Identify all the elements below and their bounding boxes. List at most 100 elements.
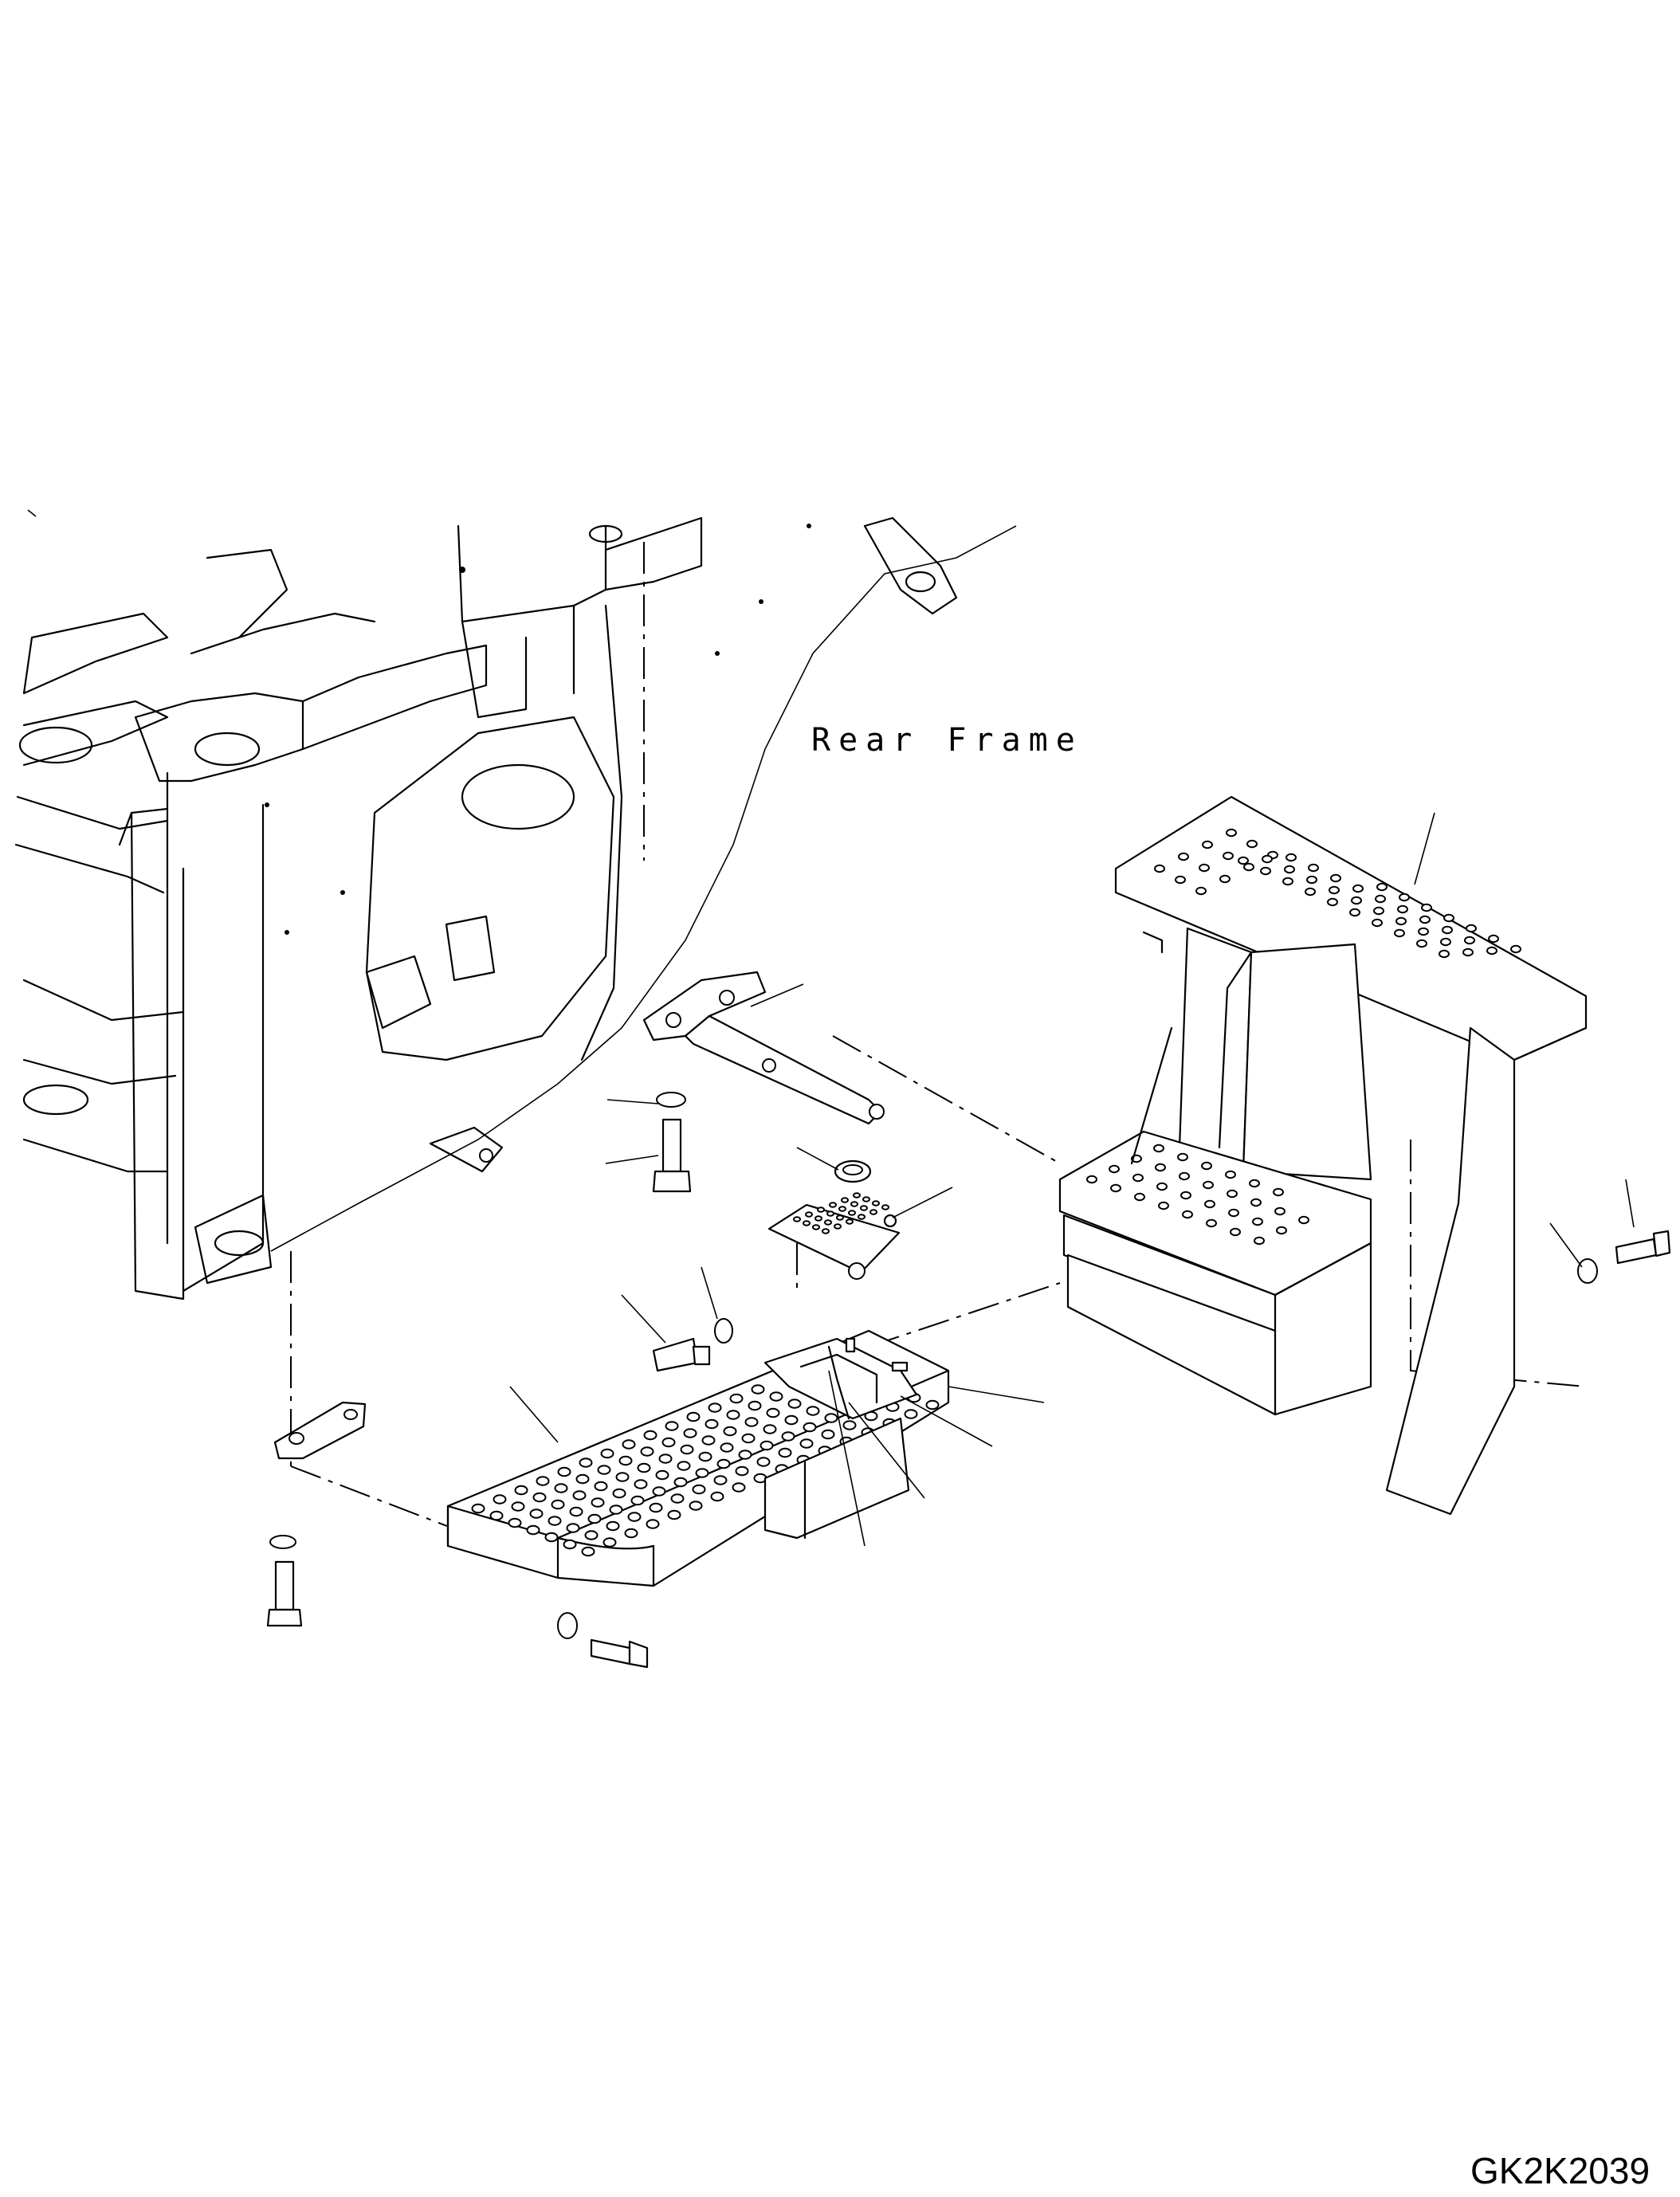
perforation-hole (661, 1437, 676, 1448)
perforation-hole (1375, 894, 1386, 904)
perforation-hole (622, 1439, 636, 1450)
perforation-hole (817, 1206, 825, 1213)
perforation-hole (640, 1446, 654, 1457)
perforation-hole (695, 1468, 709, 1478)
perforation-hole (658, 1454, 673, 1464)
perforation-hole (649, 1502, 663, 1513)
perforation-hole (1260, 866, 1271, 876)
perforation-hole (838, 1206, 846, 1212)
perforation-hole (603, 1537, 617, 1548)
upper-step-box (1058, 795, 1588, 1516)
perforation-hole (563, 1539, 577, 1550)
perforation-hole (557, 1466, 571, 1477)
perforation-hole (566, 1523, 580, 1533)
perforation-hole (766, 1407, 780, 1418)
perforation-hole (1510, 944, 1521, 954)
perforation-hole (1195, 886, 1207, 896)
perforation-hole (748, 1400, 762, 1411)
washer-5 (1577, 1258, 1598, 1284)
perforation-hole (1132, 1173, 1144, 1183)
perforation-hole (756, 1457, 771, 1467)
perforation-hole (1206, 1218, 1217, 1228)
grommet (834, 1159, 872, 1183)
perforation-hole (1464, 936, 1475, 945)
perforation-hole (1238, 856, 1249, 865)
perforation-hole (741, 1433, 756, 1444)
perforation-hole (710, 1491, 724, 1502)
perforation-hole (670, 1493, 685, 1504)
perforation-hole (784, 1414, 799, 1426)
perforation-hole (806, 1406, 820, 1416)
perforation-hole (822, 1228, 830, 1234)
perforation-hole (471, 1503, 485, 1514)
perforation-hole (1276, 1226, 1287, 1235)
perforation-hole (1182, 1210, 1193, 1219)
perforation-hole (1201, 1161, 1212, 1171)
perforation-hole (618, 1455, 633, 1466)
perforation-hole (805, 1211, 813, 1218)
perforation-hole (1199, 863, 1210, 873)
perforation-hole (925, 1399, 940, 1410)
perforation-hole (821, 1429, 835, 1440)
washer-3 (557, 1612, 578, 1639)
perforation-hole (548, 1516, 562, 1526)
perforation-hole (826, 1210, 834, 1217)
perforation-hole (554, 1483, 568, 1493)
perforation-hole (591, 1497, 605, 1508)
perforation-hole (716, 1458, 731, 1469)
perforation-hole (493, 1494, 507, 1505)
perforation-hole (646, 1519, 660, 1529)
perforation-hole (594, 1481, 608, 1492)
perforation-hole (1399, 893, 1410, 902)
perforation-hole (1395, 916, 1407, 926)
washer-1 (656, 1092, 686, 1108)
perforation-hole (673, 1477, 688, 1488)
perforation-hole (834, 1223, 842, 1230)
drawing-code: GK2K2039 (1470, 2150, 1650, 2191)
perforation-hole (726, 1410, 740, 1420)
perforation-hole (850, 1201, 858, 1207)
perforation-hole (769, 1391, 783, 1402)
perforation-hole (683, 1428, 697, 1438)
perforation-hole (1282, 877, 1293, 886)
perforation-hole (551, 1499, 565, 1510)
perforation-hole (1298, 1215, 1309, 1225)
perforation-hole (778, 1447, 792, 1458)
perforation-hole (1178, 852, 1189, 861)
perforation-hole (1250, 1198, 1262, 1207)
perforation-hole (1202, 840, 1213, 849)
perforation-hole (1086, 1175, 1097, 1184)
perforation-hole (1109, 1164, 1120, 1174)
perforation-hole (579, 1457, 593, 1468)
perforation-hole (634, 1479, 648, 1489)
perforation-hole (1243, 862, 1254, 872)
perforation-hole (677, 1461, 691, 1471)
perforation-hole (1252, 1217, 1263, 1226)
perforation-hole (489, 1510, 504, 1521)
perforation-hole (760, 1440, 774, 1451)
perforation-hole (781, 1431, 795, 1442)
perforation-hole (729, 1393, 744, 1404)
bolt-3 (590, 1638, 649, 1669)
perforation-hole (738, 1450, 752, 1460)
perforation-hole (1225, 1170, 1236, 1179)
perforation-hole (597, 1465, 611, 1475)
perforation-hole (508, 1517, 522, 1528)
perforation-hole (1351, 896, 1362, 905)
perforation-hole (1203, 1180, 1214, 1190)
perforation-hole (846, 1218, 854, 1225)
perforation-hole (869, 1209, 877, 1215)
perforation-hole (606, 1520, 620, 1532)
perforation-hole (814, 1215, 822, 1222)
perforation-hole (1286, 853, 1297, 862)
perforation-hole (1284, 865, 1295, 874)
perforation-hole (1273, 1187, 1284, 1197)
perforation-hole (532, 1492, 547, 1503)
perforation-hole (1177, 1152, 1188, 1162)
perforation-hole (630, 1495, 645, 1506)
perforation-hole (1308, 863, 1319, 873)
perforation-hole (667, 1509, 681, 1520)
perforation-hole (511, 1501, 525, 1512)
perforation-hole (1134, 1192, 1145, 1202)
perforation-hole (1352, 884, 1364, 893)
